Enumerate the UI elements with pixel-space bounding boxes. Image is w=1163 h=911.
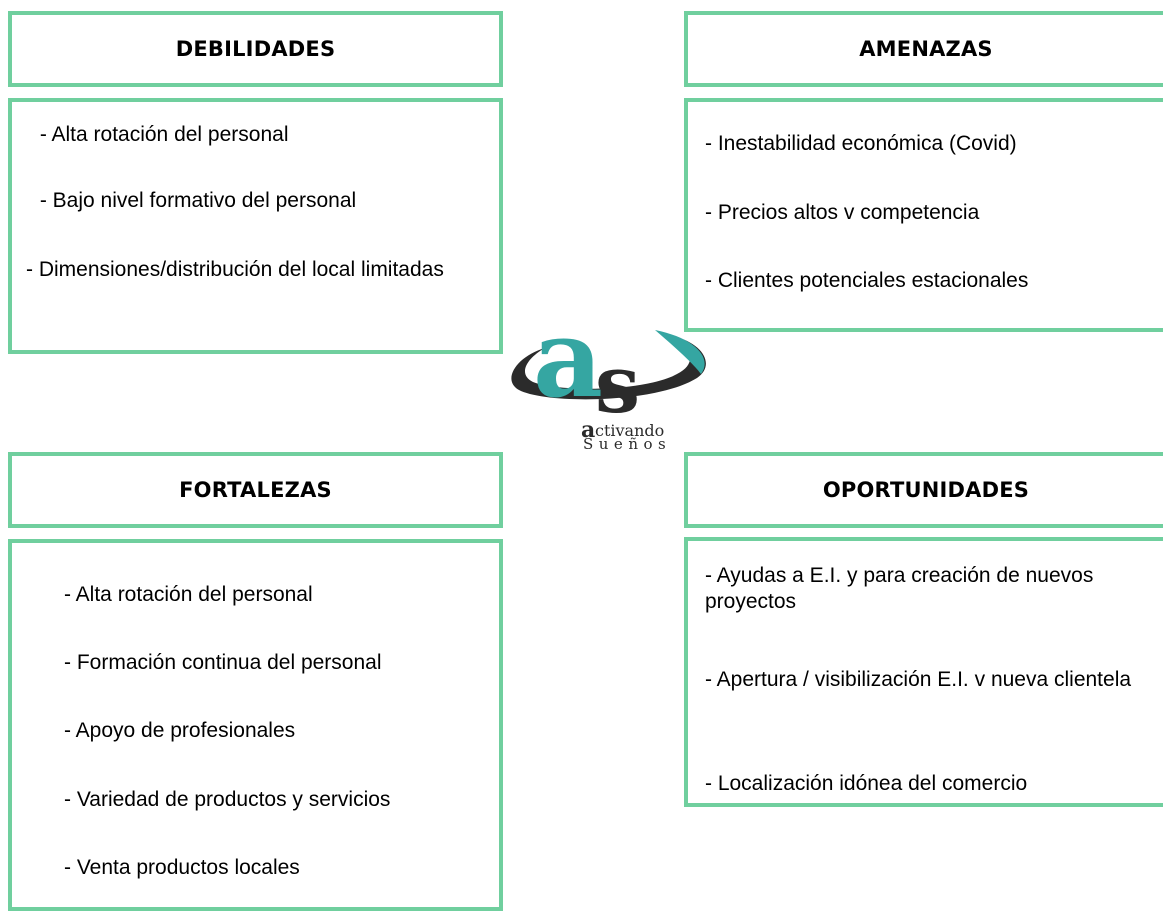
debilidades-title: DEBILIDADES [175, 37, 336, 61]
amenazas-item-1: - Inestabilidad económica (Covid) [705, 132, 1017, 155]
logo-letter-a: a [533, 308, 603, 422]
activando-suenos-logo: a s a ctivando Sueños [511, 308, 706, 450]
fortalezas-item-5: - Venta productos locales [64, 856, 300, 879]
oportunidades-header: OPORTUNIDADES [684, 452, 1163, 528]
amenazas-item-3: - Clientes potenciales estacionales [705, 269, 1029, 292]
fortalezas-header: FORTALEZAS [8, 452, 503, 528]
oportunidades-title: OPORTUNIDADES [822, 478, 1030, 502]
amenazas-item-2: - Precios altos v competencia [705, 201, 980, 224]
oportunidades-item-1: - Ayudas a E.I. y para creación de nuevo… [705, 564, 1094, 613]
amenazas-box: - Inestabilidad económica (Covid) - Prec… [684, 98, 1163, 332]
debilidades-item-2: - Bajo nivel formativo del personal [34, 189, 357, 212]
debilidades-header: DEBILIDADES [8, 11, 503, 87]
logo-swoosh [511, 336, 706, 400]
debilidades-item-1: - Alta rotación del personal [34, 123, 289, 146]
debilidades-box: - Alta rotación del personal - Bajo nive… [8, 98, 503, 354]
logo-text-suenos: Sueños [583, 435, 671, 450]
debilidades-item-3: - Dimensiones/distribución del local lim… [26, 258, 444, 281]
fortalezas-title: FORTALEZAS [179, 478, 332, 502]
oportunidades-item-3: - Localización idónea del comercio [705, 772, 1028, 795]
fortalezas-box: - Alta rotación del personal - Formación… [8, 539, 503, 911]
logo-letter-s: s [595, 337, 640, 431]
fortalezas-item-1: - Alta rotación del personal [64, 583, 313, 606]
fortalezas-item-3: - Apoyo de profesionales [64, 719, 296, 742]
logo-swoosh-accent [655, 330, 705, 374]
oportunidades-item-2: - Apertura / visibilización E.I. v nueva… [705, 668, 1132, 691]
logo-text-initial: a [581, 417, 595, 443]
amenazas-title: AMENAZAS [859, 37, 993, 61]
amenazas-header: AMENAZAS [684, 11, 1163, 87]
oportunidades-box: - Ayudas a E.I. y para creación de nuevo… [684, 537, 1163, 807]
fortalezas-item-4: - Variedad de productos y servicios [64, 788, 391, 811]
logo-text-activando: ctivando [595, 421, 664, 440]
fortalezas-item-2: - Formación continua del personal [64, 651, 382, 674]
